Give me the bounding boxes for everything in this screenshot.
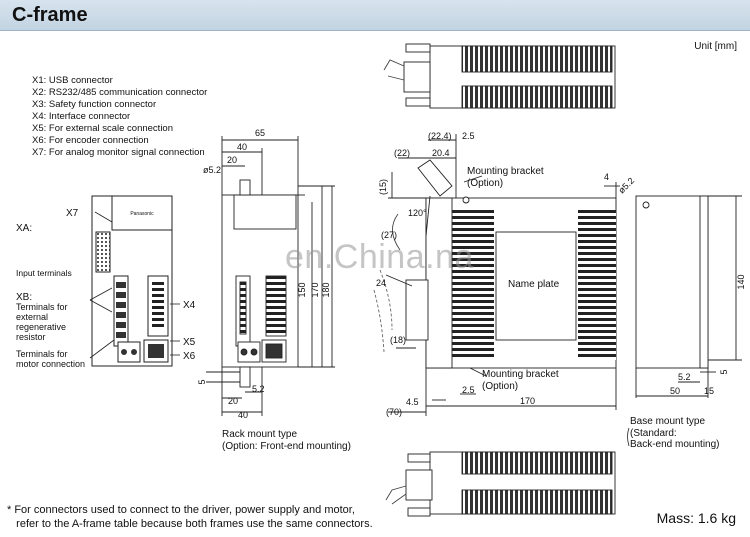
rack-dim-5-2: 5.2 [252,384,265,394]
base-dims: 140 5.2 50 15 5 [670,274,746,396]
label-xb-line-3: regenerative [16,322,66,332]
side-dim-18: (18) [390,335,406,345]
base-dim-140: 140 [736,274,746,289]
side-dim-4: 4 [604,172,609,182]
label-xa-sub: Input terminals [16,268,72,278]
bracket-bottom-line-1: Mounting bracket [482,369,559,380]
side-dim-20-4: 20.4 [432,148,450,158]
label-x7: X7 [66,208,79,219]
connector-x3: X3: Safety function connector [32,99,156,110]
rack-dims: 65 40 20 ø5.2 150 170 180 5 5.2 20 40 [197,128,331,420]
side-view [373,134,620,416]
bracket-top-line-1: Mounting bracket [467,166,544,177]
connector-x6: X6: For encoder connection [32,135,149,146]
base-caption-3: Back-end mounting) [630,439,720,450]
rack-dim-20-bot: 20 [228,396,238,406]
side-dim-15: (15) [378,179,388,195]
rack-mount-view [206,136,335,416]
base-caption-2: (Standard: [630,428,677,439]
bracket-top-line-2: (Option) [467,178,503,189]
side-dim-2-5-bot: 2.5 [462,385,475,395]
rack-caption-2: (Option: Front-end mounting) [222,441,351,452]
rack-dim-40-bot: 40 [238,410,248,420]
base-mount-view [635,195,742,398]
rack-dim-170: 170 [310,282,320,297]
label-motor-line-2: motor connection [16,359,85,369]
base-dim-50: 50 [670,386,680,396]
top-view [383,43,616,109]
connector-x1: X1: USB connector [32,75,113,86]
rack-dim-40-top: 40 [237,142,247,152]
side-dim-120: 120° [408,208,427,218]
side-dim-27: (27) [381,230,397,240]
base-dim-5: 5 [719,369,729,374]
unit-label: Unit [mm] [694,41,737,52]
mass-label: Mass: 1.6 kg [656,510,736,526]
note-line-1: * For connectors used to connect to the … [7,504,355,516]
front-view: Panasonic [89,195,180,367]
side-dim-24: 24 [376,278,386,288]
connector-x2: X2: RS232/485 communication connector [32,87,207,98]
label-motor-line-1: Terminals for [16,349,68,359]
section-title: C-frame [12,4,88,26]
section-header: C-frame [0,0,750,31]
label-xb-line-4: resistor [16,332,46,342]
base-dim-5-2: 5.2 [678,372,691,382]
label-xb-line-1: Terminals for [16,302,68,312]
base-caption-1: Base mount type [630,416,705,427]
connector-list: X1: USB connector X2: RS232/485 communic… [32,75,207,158]
rack-dim-65: 65 [255,128,265,138]
label-xb-line-2: external [16,312,48,322]
rack-dim-phi: ø5.2 [203,165,221,175]
base-dim-15: 15 [704,386,714,396]
rack-dim-180: 180 [321,282,331,297]
label-xb: XB: [16,292,32,303]
watermark: en.China.na [285,238,474,276]
side-dim-22-4: (22.4) [428,131,452,141]
name-plate-label: Name plate [508,279,560,290]
side-dim-22: (22) [394,148,410,158]
rack-dim-150: 150 [297,282,307,297]
side-dim-70: (70) [386,407,402,417]
connector-x4: X4: Interface connector [32,111,130,122]
side-dim-4-5: 4.5 [406,397,419,407]
rack-caption-1: Rack mount type [222,429,297,440]
bottom-view [385,451,616,517]
side-dim-2-5-top: 2.5 [462,131,475,141]
rack-dim-5: 5 [197,379,207,384]
label-x4: X4 [183,300,196,311]
front-brand: Panasonic [130,211,154,217]
bracket-bottom-line-2: (Option) [482,381,518,392]
connector-x7: X7: For analog monitor signal connection [32,147,205,158]
label-xa: XA: [16,223,32,234]
label-x5: X5 [183,337,196,348]
side-dim-phi: ø5.2 [616,176,636,196]
connector-x5: X5: For external scale connection [32,123,173,134]
side-dim-170: 170 [520,396,535,406]
note-line-2: refer to the A-frame table because both … [7,518,373,530]
rack-dim-20-top: 20 [227,155,237,165]
label-x6: X6 [183,351,196,362]
